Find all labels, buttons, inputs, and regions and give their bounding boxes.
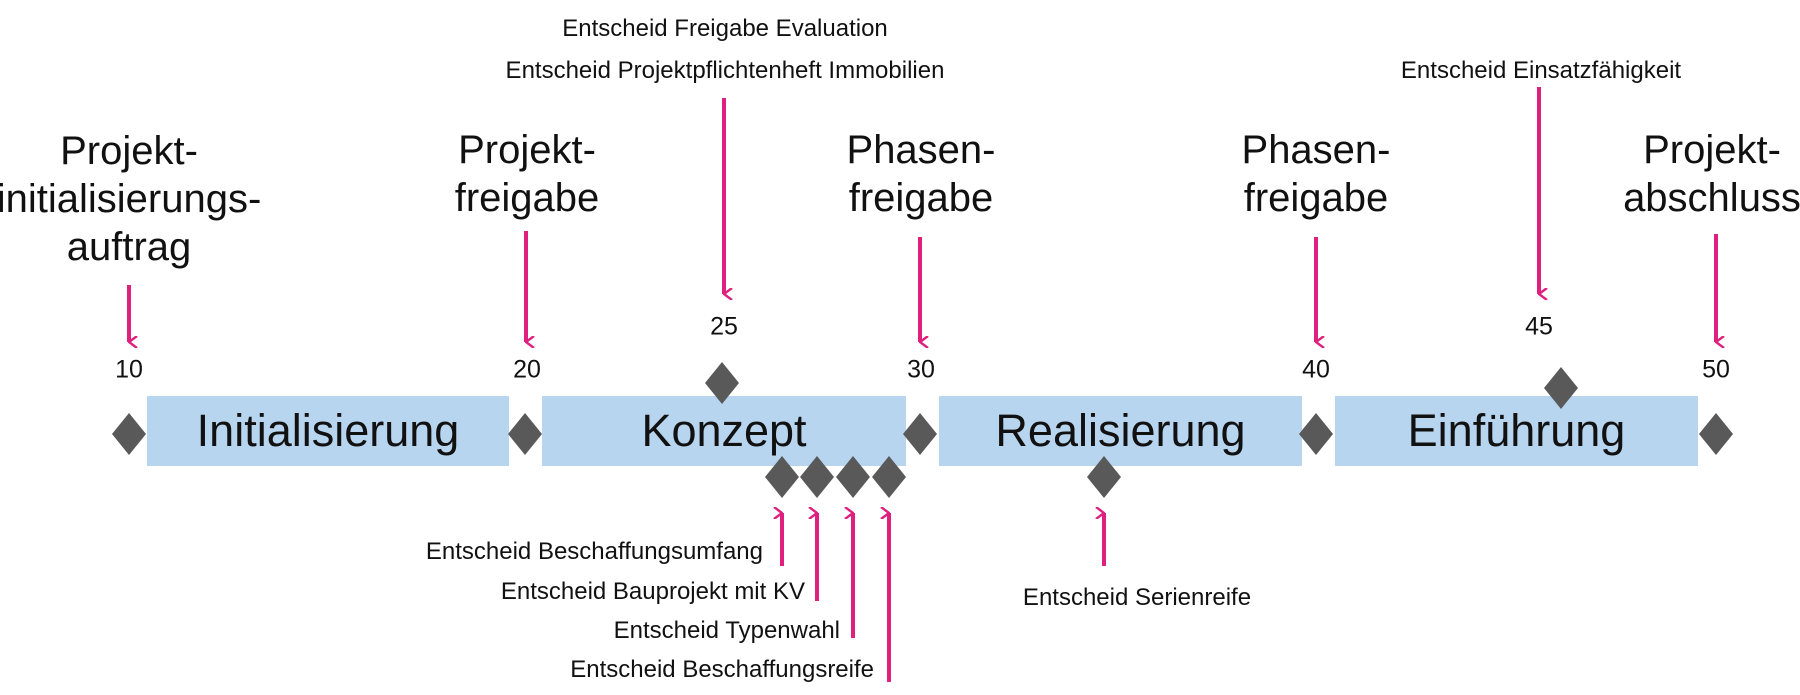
milestone-label-30: Phasen- freigabe xyxy=(847,126,996,222)
milestone-number-20: 20 xyxy=(513,355,541,384)
decision-label-beschaffungsumfang: Entscheid Beschaffungsumfang xyxy=(425,538,763,565)
decision-diamond-beschaffungsumfang xyxy=(765,456,799,498)
label-line: freigabe xyxy=(454,176,600,220)
milestone-number-40: 40 xyxy=(1302,355,1330,384)
milestone-number-10: 10 xyxy=(115,355,143,384)
decision-label-beschaffungsreife: Entscheid Beschaffungsreife xyxy=(570,656,874,683)
milestone-diamond-10 xyxy=(112,413,146,455)
milestone-label-40: Phasen- freigabe xyxy=(1242,126,1391,222)
decision-label-freigabe-evaluation: Entscheid Freigabe Evaluation xyxy=(562,15,888,42)
milestone-number-50: 50 xyxy=(1702,355,1730,384)
milestone-diamond-20 xyxy=(508,413,542,455)
phase-realisierung: Realisierung xyxy=(939,396,1302,466)
decision-diamond-bauprojekt xyxy=(800,456,834,498)
phase-initialisierung: Initialisierung xyxy=(147,396,509,466)
label-line: freigabe xyxy=(848,176,994,220)
decision-label-einsatzfaehigkeit: Entscheid Einsatzfähigkeit xyxy=(1400,57,1682,84)
decision-label-projektpflichtenheft: Entscheid Projektpflichtenheft Immobilie… xyxy=(505,57,945,84)
decision-diamond-typenwahl xyxy=(836,456,870,498)
phase-einfuehrung: Einführung xyxy=(1335,396,1698,466)
decision-label-serienreife: Entscheid Serienreife xyxy=(1022,584,1252,611)
milestone-diamond-45 xyxy=(1544,367,1578,409)
milestone-diamond-30 xyxy=(903,413,937,455)
decision-diamond-serienreife xyxy=(1087,456,1121,498)
label-line: abschluss xyxy=(1623,176,1800,220)
milestone-diamond-25 xyxy=(705,362,739,404)
decision-label-bauprojekt: Entscheid Bauprojekt mit KV xyxy=(500,578,805,605)
label-line: initialisierungs- xyxy=(0,177,262,221)
label-line: Projekt- xyxy=(60,129,198,173)
milestone-diamond-40 xyxy=(1299,413,1333,455)
milestone-number-30: 30 xyxy=(907,355,935,384)
milestone-label-50: Projekt- abschluss xyxy=(1623,126,1800,222)
milestone-label-10: Projekt- initialisierungs- auftrag xyxy=(0,127,261,271)
label-line: Phasen- xyxy=(846,128,996,172)
label-line: Projekt- xyxy=(1643,128,1781,172)
milestone-label-20: Projekt- freigabe xyxy=(455,126,600,222)
label-line: Phasen- xyxy=(1241,128,1391,172)
milestone-number-25: 25 xyxy=(710,312,738,341)
label-line: freigabe xyxy=(1243,176,1389,220)
milestone-diamond-50 xyxy=(1699,413,1733,455)
decision-label-typenwahl: Entscheid Typenwahl xyxy=(613,617,840,644)
phase-konzept: Konzept xyxy=(542,396,906,466)
decision-diamond-beschaffungsreife xyxy=(872,456,906,498)
label-line: auftrag xyxy=(66,225,192,269)
label-line: Projekt- xyxy=(458,128,596,172)
milestone-number-45: 45 xyxy=(1525,312,1553,341)
